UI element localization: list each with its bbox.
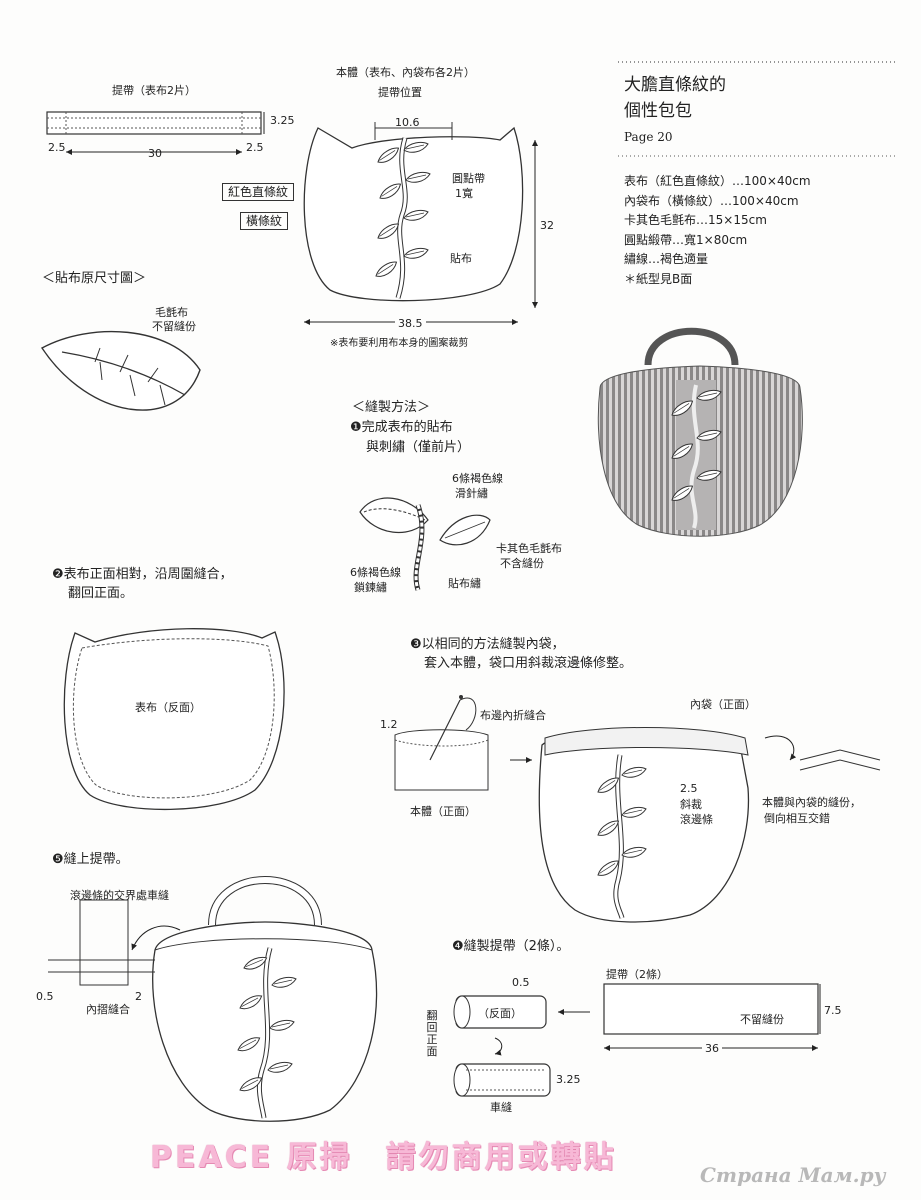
body-height-dim: 32 <box>540 219 554 232</box>
dot-ribbon-label: 圓點帶 <box>452 172 485 185</box>
applique-label: 貼布 <box>450 252 472 265</box>
materials-list: 表布（紅色直條紋）…100×40cm 內袋布（橫條紋）…100×40cm 卡其色… <box>624 172 811 289</box>
step1-running-label: 6條褐色線 <box>452 472 503 485</box>
page-title-line1: 大膽直條紋的 <box>624 75 726 95</box>
step5-junction-label: 滾邊條的交界處車縫 <box>70 889 169 902</box>
step1-applique-label: 貼布繡 <box>448 577 481 590</box>
step3-note-line2: 倒向相互交錯 <box>764 812 830 825</box>
ribbon-width-label: 1寬 <box>455 187 473 200</box>
body-pattern-title: 本體（表布、內袋布各2片） <box>336 66 475 79</box>
step3-dim: 1.2 <box>380 718 398 731</box>
step5-title: ❺縫上提帶。 <box>52 852 129 867</box>
applique-template-title: ＜貼布原尺寸圖＞ <box>42 271 147 286</box>
handle-dim-height: 3.25 <box>270 114 295 127</box>
handle-spacing-dim: 10.6 <box>395 116 420 129</box>
step4-handle-label: 提帶（2條） <box>606 968 668 981</box>
step3-body-label: 本體（正面） <box>410 805 476 818</box>
step4-width-dim: 7.5 <box>824 1004 842 1017</box>
felt-label: 毛氈布 <box>155 306 188 319</box>
applique-leaf-template <box>40 330 201 411</box>
step3-note-line1: 本體與內袋的縫份， <box>762 796 861 809</box>
step3-title-line1: ❸以相同的方法縫製內袋， <box>410 637 565 652</box>
step5-inner-label: 內摺縫合 <box>86 1003 130 1016</box>
material-item: ＊紙型見B面 <box>624 271 693 286</box>
body-width-dim: 38.5 <box>395 317 426 331</box>
watermark-text: PEACE 原掃 請勿商用或轉貼 <box>150 1140 617 1175</box>
material-item: 卡其色毛氈布…15×15cm <box>624 213 767 227</box>
step1-felt-label: 卡其色毛氈布 <box>496 542 562 555</box>
body-pattern-drawing <box>303 122 538 325</box>
step1-running-label2: 滑針繡 <box>455 487 488 500</box>
product-photo <box>597 327 803 537</box>
step2-title-line1: ❷表布正面相對，沿周圍縫合， <box>52 567 233 582</box>
step5-dim1: 0.5 <box>36 990 54 1003</box>
step4-topstitch-label: 車縫 <box>490 1101 512 1114</box>
fabric-label-red-stripe: 紅色直條紋 <box>222 183 295 202</box>
material-item: 表布（紅色直條紋）…100×40cm <box>624 174 811 188</box>
handle-dim-right: 2.5 <box>246 141 264 154</box>
step4-finished-dim: 3.25 <box>556 1073 581 1086</box>
step3-detail-drawing <box>394 695 881 923</box>
step1-chain-label2: 鎖鍊繡 <box>354 581 387 594</box>
step3-binding-label2: 滾邊條 <box>680 813 713 826</box>
step4-handle-drawing <box>453 983 821 1097</box>
step2-title-line2: 翻回正面。 <box>68 586 134 601</box>
step2-body-drawing <box>63 628 285 811</box>
step4-turn-label: 翻回正面 <box>426 1009 438 1058</box>
step1-title-line1: ❶完成表布的貼布 <box>350 420 453 435</box>
handle-pattern-title: 提帶（表布2片） <box>112 84 196 97</box>
page-title-line2: 個性包包 <box>624 101 692 121</box>
step3-fold-label: 布邊內折縫合 <box>480 709 546 722</box>
step3-lining-label: 內袋（正面） <box>690 698 756 711</box>
step4-length-dim: 36 <box>702 1042 722 1056</box>
step1-chain-label: 6條褐色線 <box>350 566 401 579</box>
site-watermark: Страна Мам.ру <box>700 1163 886 1187</box>
no-allowance-label: 不留縫份 <box>152 320 196 333</box>
step5-dim2: 2 <box>135 990 142 1003</box>
material-item: 圓點緞帶…寬1×80cm <box>624 232 748 247</box>
step4-title: ❹縫製提帶（2條）。 <box>452 939 570 954</box>
page-reference: Page 20 <box>624 130 673 144</box>
step1-embroidery-drawing <box>359 497 491 591</box>
body-pattern-note: ※表布要利用布本身的圖案裁剪 <box>330 338 469 349</box>
step3-title-line2: 套入本體，袋口用斜裁滾邊條修整。 <box>424 656 633 671</box>
material-item: 繡線…褐色適量 <box>624 252 709 266</box>
step4-reverse-label: （反面） <box>478 1007 522 1020</box>
material-item: 內袋布（橫條紋）…100×40cm <box>624 193 799 208</box>
handle-position-label: 提帶位置 <box>378 86 422 99</box>
step3-binding-dim: 2.5 <box>680 782 698 795</box>
step3-binding-label1: 斜裁 <box>680 798 702 811</box>
handle-dim-length: 30 <box>148 147 162 160</box>
step1-title-line2: 與刺繡（僅前片） <box>366 440 471 455</box>
fabric-label-horizontal-stripe: 橫條紋 <box>240 212 289 231</box>
step1-felt-label2: 不含縫份 <box>500 557 544 570</box>
step2-reverse-label: 表布（反面） <box>135 701 201 714</box>
step4-seam-dim: 0.5 <box>512 976 530 989</box>
handle-pattern-drawing <box>46 111 265 155</box>
step5-bag-drawing <box>48 876 378 1122</box>
step4-no-allowance: 不留縫份 <box>740 1013 784 1026</box>
handle-dim-left: 2.5 <box>48 141 66 154</box>
sewing-method-title: ＜縫製方法＞ <box>352 400 431 415</box>
